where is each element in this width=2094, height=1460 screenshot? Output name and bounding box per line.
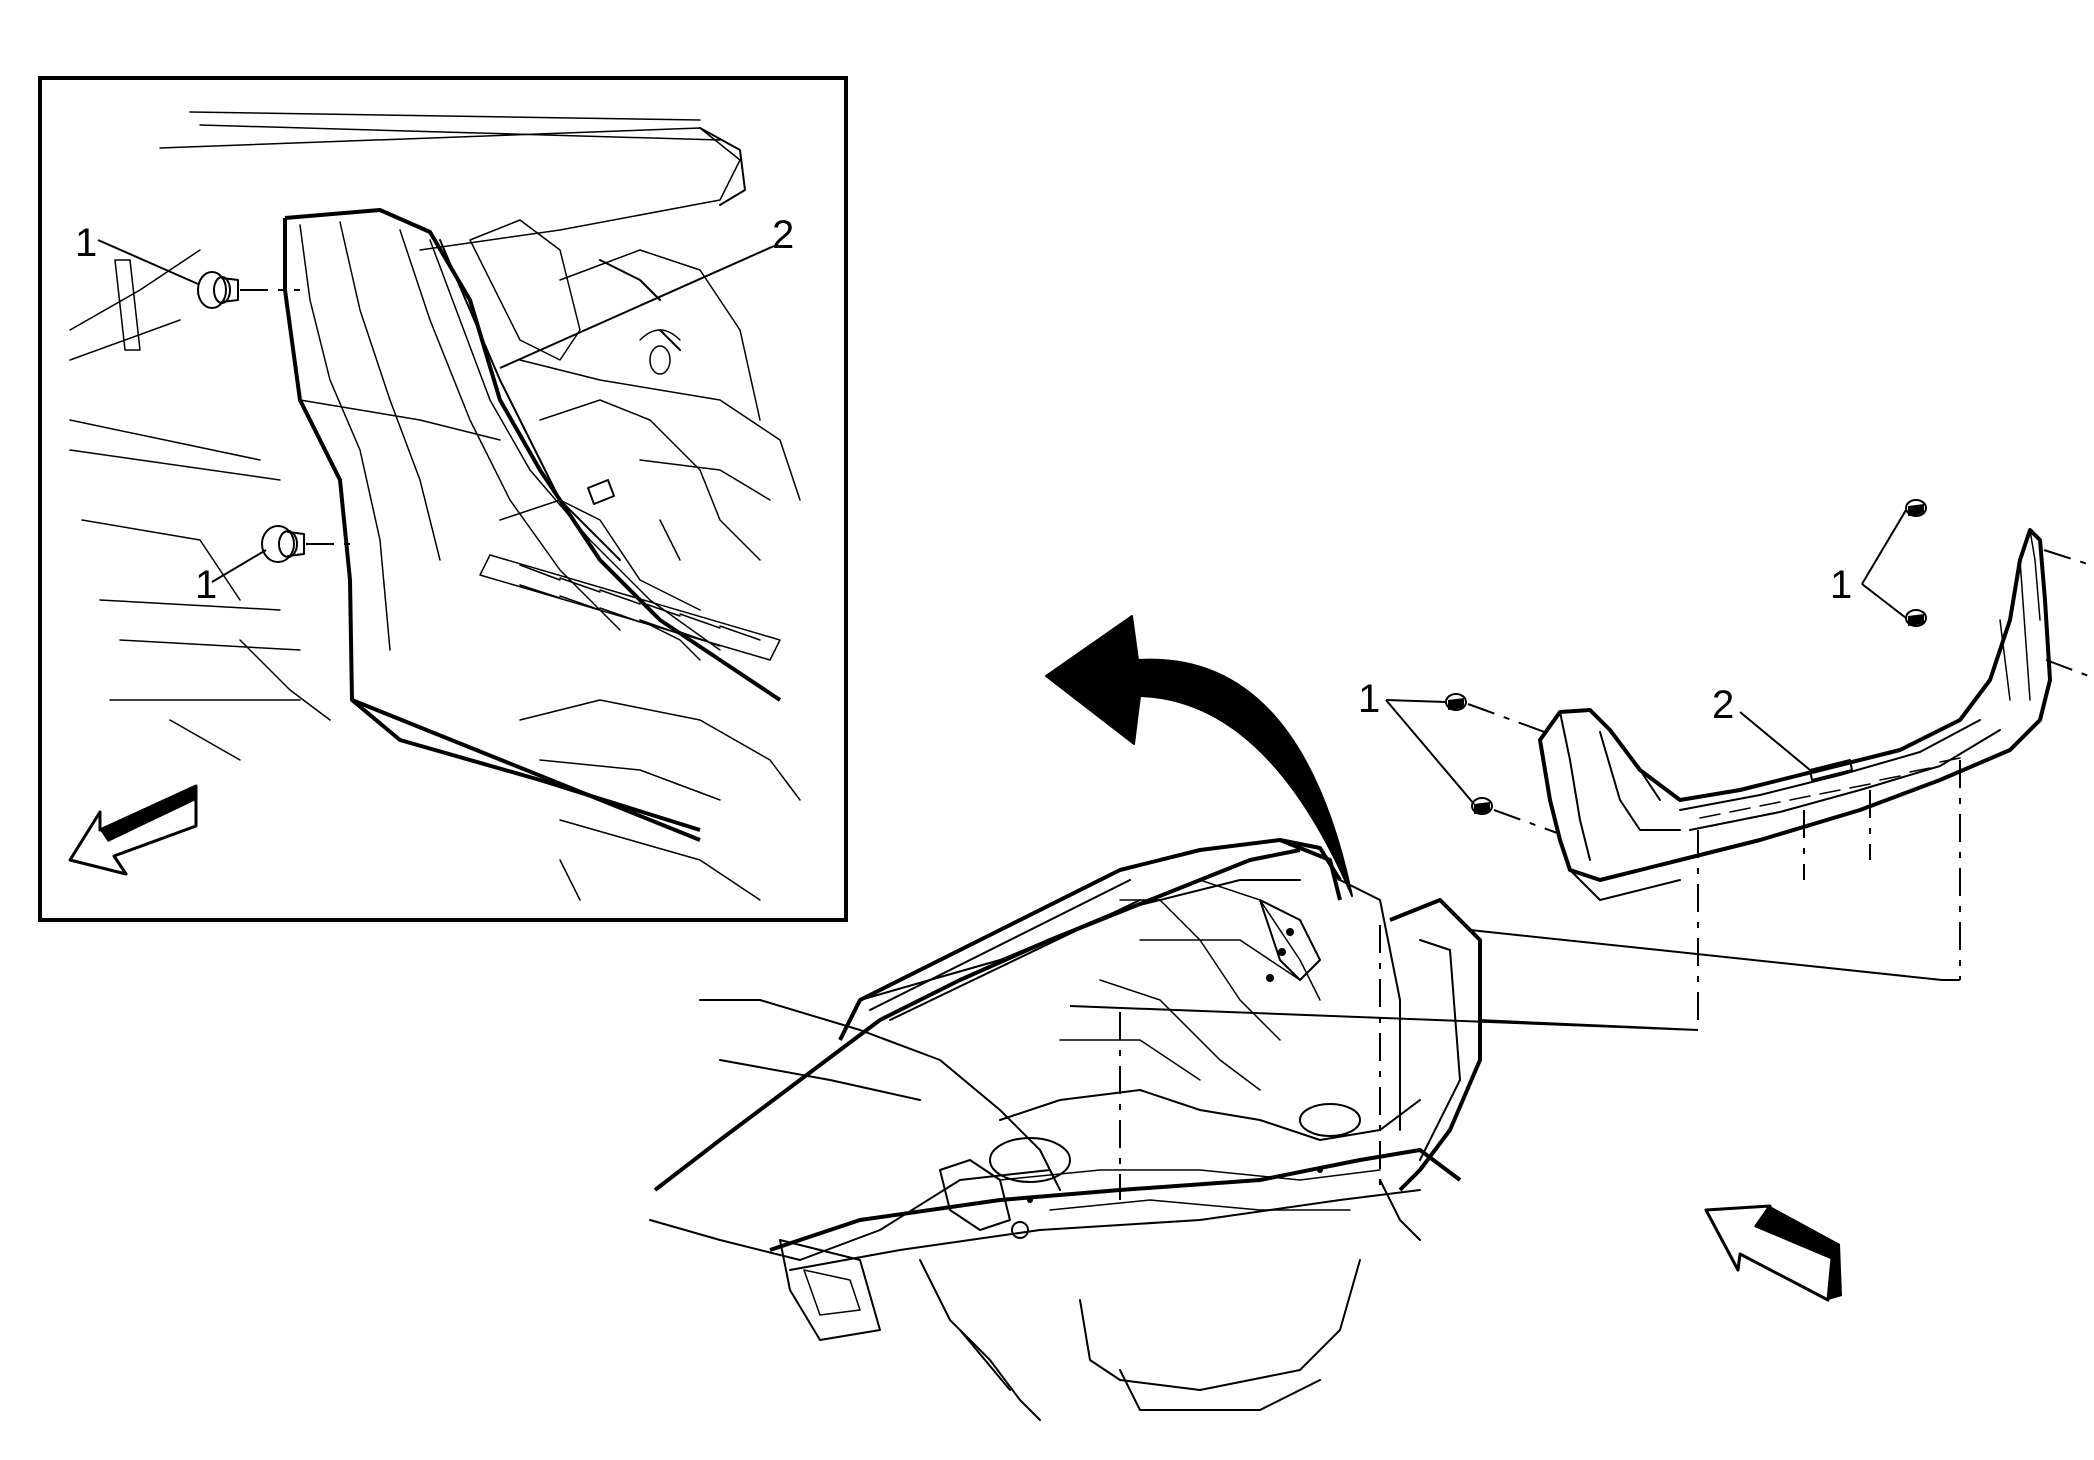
main-trim-panel xyxy=(1538,528,2052,901)
main-fastener-right-upper xyxy=(1905,499,2094,567)
inset-fastener-upper xyxy=(197,271,300,309)
inset-fastener-lower xyxy=(261,525,360,563)
main-callout-trim-panel: 2 xyxy=(1712,683,1734,727)
inset-trim-panel xyxy=(283,208,782,842)
main-callout-fasteners-left: 1 xyxy=(1358,677,1380,721)
inset-callout-fastener-bottom: 1 xyxy=(195,563,217,607)
inset-detail-panel: 1 1 2 xyxy=(38,76,848,922)
main-fastener-right-lower xyxy=(1905,609,2094,679)
inset-body-structure xyxy=(69,111,801,901)
main-trim-panel-slots xyxy=(1699,757,1961,819)
inset-callout-fastener-top: 1 xyxy=(75,221,97,265)
main-fastener-left-lower xyxy=(1471,797,1561,835)
curved-arrow-icon xyxy=(1045,615,1353,897)
inset-vent-louvers xyxy=(479,554,781,661)
vehicle-rear-body xyxy=(649,838,1482,1421)
main-fastener-left-upper xyxy=(1445,693,1551,735)
inset-direction-arrow-icon xyxy=(68,784,198,876)
main-callout-fasteners-right: 1 xyxy=(1830,563,1852,607)
inset-callout-trim-panel: 2 xyxy=(772,213,794,257)
main-direction-arrow-icon xyxy=(1704,1204,1842,1302)
